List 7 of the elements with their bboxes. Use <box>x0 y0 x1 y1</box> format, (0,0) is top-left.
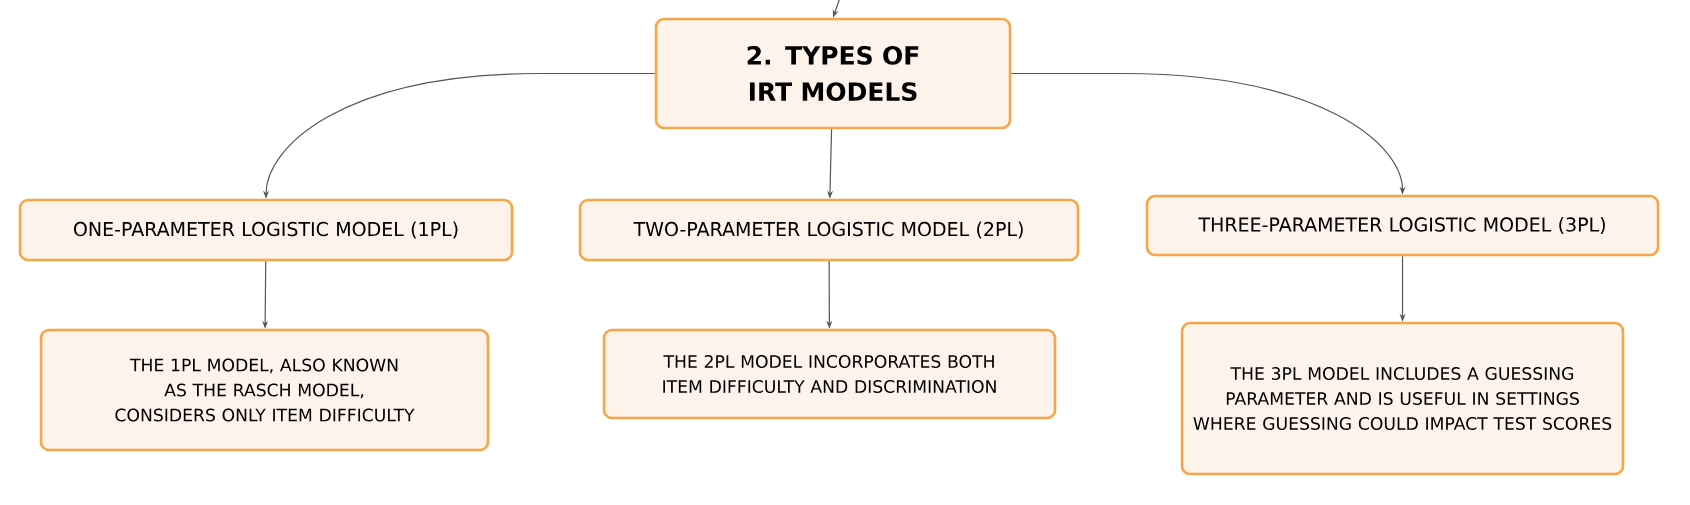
model-box: TWO-PARAMETER LOGISTIC MODEL (2PL) <box>578 198 1080 262</box>
model-box: THREE-PARAMETER LOGISTIC MODEL (3PL) <box>1145 194 1660 257</box>
description-box: THE 3PL MODEL INCLUDES A GUESSING PARAMETER AND IS USEFUL IN SETTINGS WHERE GUESSING COULD IMPACT TEST SCORES <box>1180 321 1625 476</box>
model-box: ONE-PARAMETER LOGISTIC MODEL (1PL) <box>18 198 514 262</box>
description-box: THE 2PL MODEL INCORPORATES BOTH ITEM DIFFICULTY AND DISCRIMINATION <box>602 328 1057 420</box>
topic-box: 2. TYPES OF IRT MODELS <box>654 17 1012 130</box>
description-box: THE 1PL MODEL, ALSO KNOWN AS THE RASCH MODEL, CONSIDERS ONLY ITEM DIFFICULTY <box>39 328 490 452</box>
